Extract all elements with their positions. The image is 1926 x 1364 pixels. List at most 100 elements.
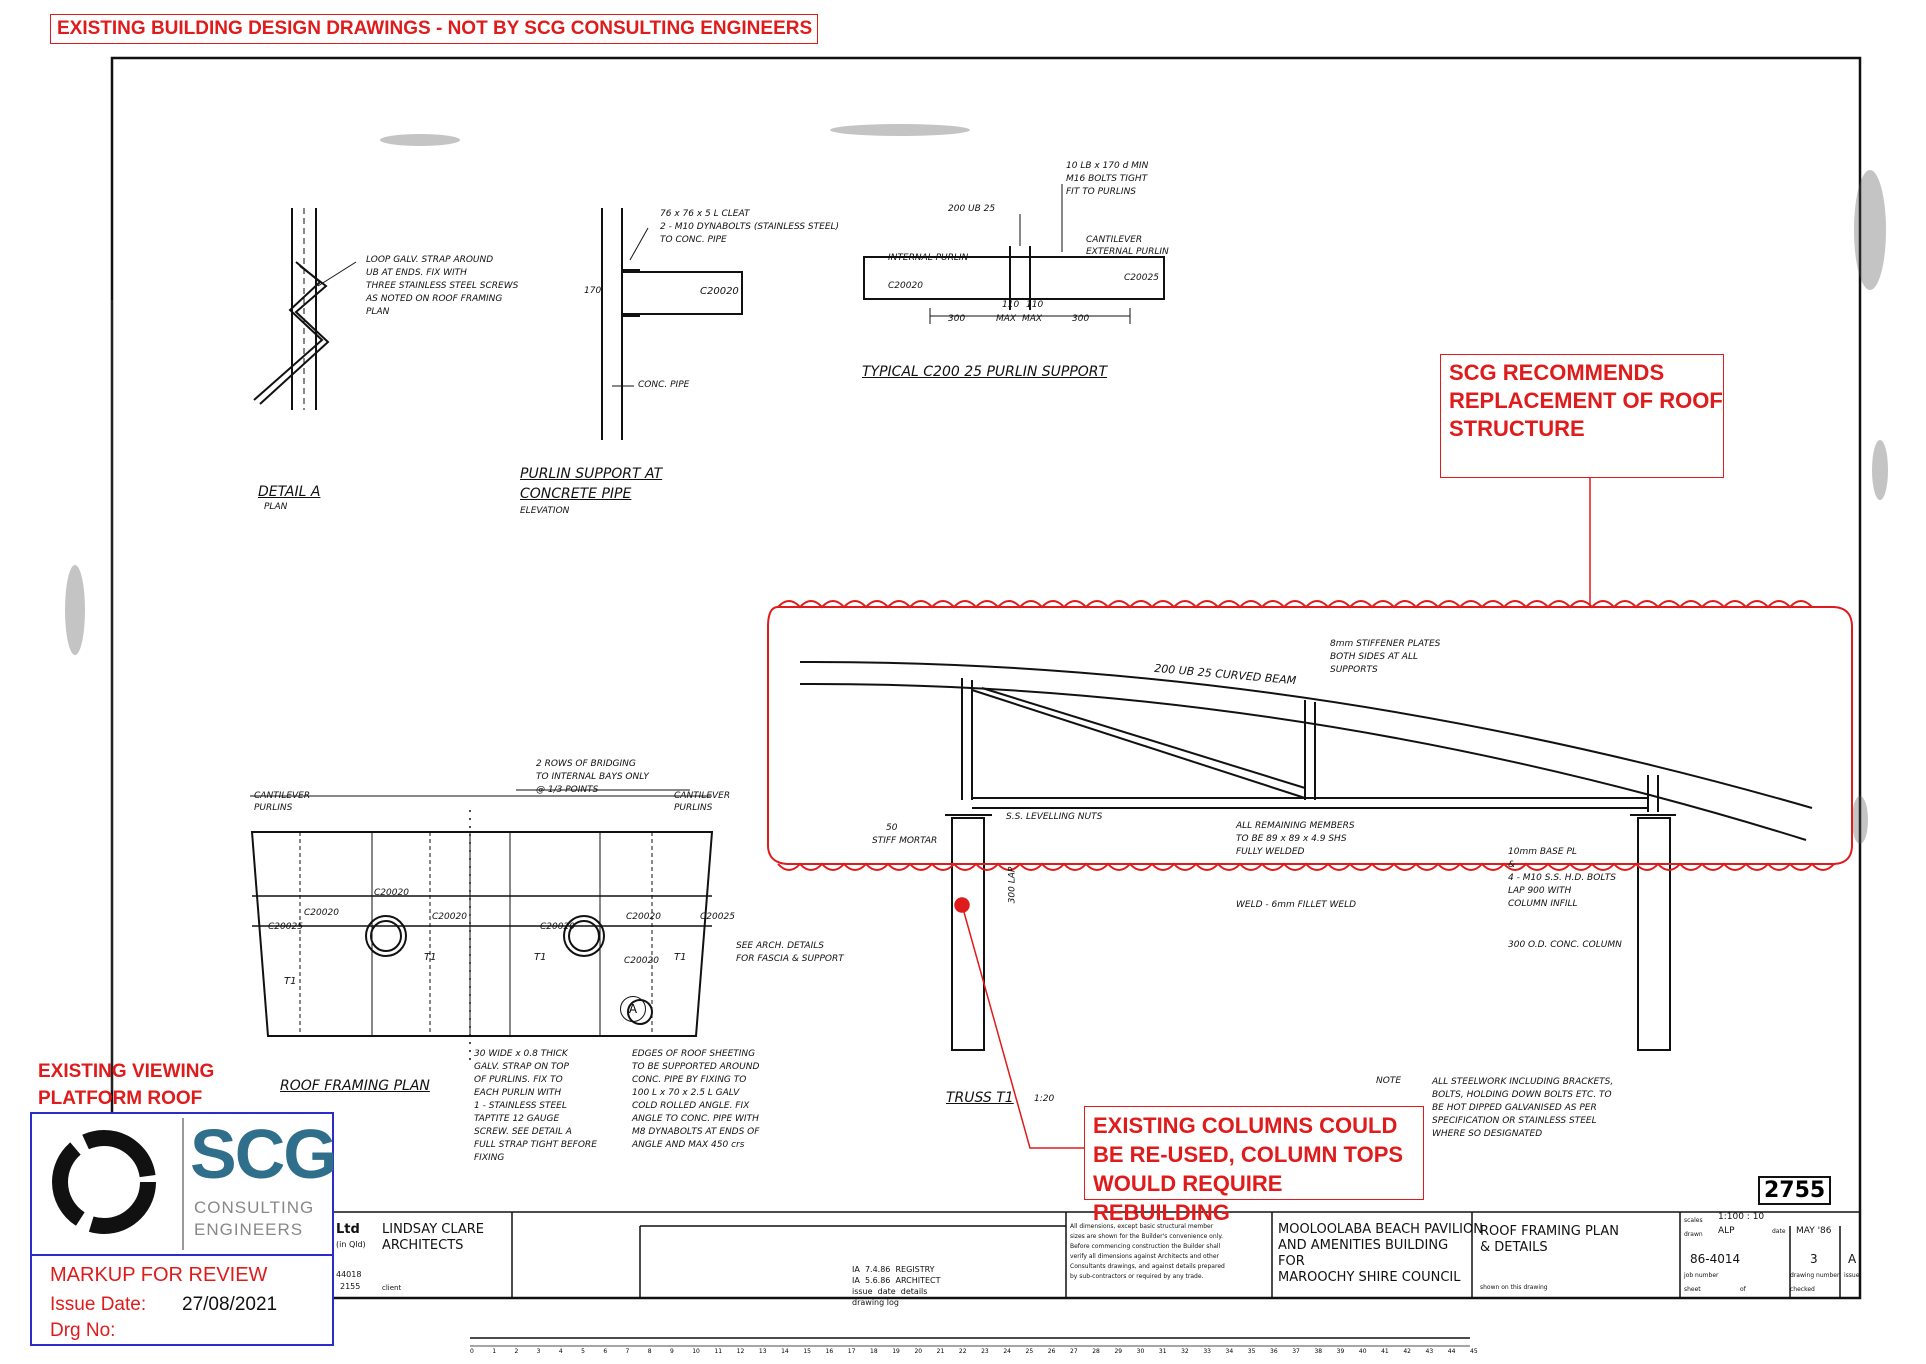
note-line: PLAN xyxy=(366,307,390,317)
purlin-section: C20020 xyxy=(700,286,739,297)
columns-callout-line: BE RE-USED, COLUMN TOPS xyxy=(1093,1142,1404,1167)
scg-engineers: ENGINEERS xyxy=(194,1220,304,1239)
scale-bar-tick-label: 37 xyxy=(1292,1348,1300,1355)
typical-dim-4: 300 xyxy=(1072,314,1090,324)
scale-bar-tick-label: 45 xyxy=(1470,1348,1478,1355)
roof-callout-line: STRUCTURE xyxy=(1449,416,1585,441)
scale-bar-tick-label: 4 xyxy=(558,1348,563,1355)
scale-bar-tick-label: 1 xyxy=(492,1348,497,1355)
note-line: Consultants drawings, and against detail… xyxy=(1070,1263,1225,1270)
truss-scale: 1:20 xyxy=(1034,1094,1055,1104)
columns-callout-line: WOULD REQUIRE REBUILDING xyxy=(1093,1171,1283,1225)
plan-cantilever-left: CANTILEVER PURLINS xyxy=(254,790,310,814)
tb-scale: 1:100 : 10 xyxy=(1718,1212,1765,1222)
scg-markup-panel: SCG CONSULTING ENGINEERS MARKUP FOR REVI… xyxy=(30,1112,338,1346)
drawing-title-line: & DETAILS xyxy=(1480,1240,1548,1255)
label-line: PURLINS xyxy=(674,803,713,813)
drawing-title-line: ROOF FRAMING PLAN xyxy=(1480,1224,1619,1239)
scale-bar-tick-label: 2 xyxy=(514,1348,519,1355)
rev-head: details xyxy=(900,1287,928,1296)
note-line: THREE STAINLESS STEEL SCREWS xyxy=(366,281,519,291)
note-line: ALL STEELWORK INCLUDING BRACKETS, xyxy=(1432,1077,1614,1087)
note-line: 1 - STAINLESS STEEL xyxy=(474,1101,567,1111)
typical-title: TYPICAL C200 25 PURLIN SUPPORT xyxy=(862,364,1108,380)
note-line: 30 WIDE x 0.8 THICK xyxy=(474,1049,568,1059)
scale-bar-tick-label: 11 xyxy=(714,1348,723,1355)
scale-bar-tick-label: 31 xyxy=(1158,1348,1167,1355)
truss-drawing xyxy=(799,660,1813,1051)
note-line: 10 LB x 170 d MIN xyxy=(1066,161,1149,171)
note-line: Before commencing construction the Build… xyxy=(1070,1243,1221,1250)
scale-bar-tick-label: 0 xyxy=(470,1348,474,1355)
scale-bar-tick-label: 34 xyxy=(1225,1348,1234,1355)
rev-head: date xyxy=(877,1287,896,1296)
note-line: FOR FASCIA & SUPPORT xyxy=(736,954,844,964)
note-line: 100 L x 70 x 2.5 L GALV xyxy=(632,1088,740,1098)
scale-bar-tick-label: 16 xyxy=(825,1348,834,1355)
note-line: 10mm BASE PL xyxy=(1508,847,1577,857)
tb-firm-frag: Ltd xyxy=(336,1222,360,1237)
purlin-title: PURLIN SUPPORT AT CONCRETE PIPE xyxy=(520,464,662,504)
plan-section: C20025 xyxy=(700,912,735,922)
scale-bar-tick-label: 42 xyxy=(1403,1348,1411,1355)
scale-bar-tick-label: 13 xyxy=(758,1348,767,1355)
scale-bar-tick-label: 43 xyxy=(1425,1348,1434,1355)
note-line: TO BE SUPPORTED AROUND xyxy=(632,1062,760,1072)
typical-left-label: INTERNAL PURLIN C20020 xyxy=(888,244,968,300)
plan-note-left: 30 WIDE x 0.8 THICK GALV. STRAP ON TOP O… xyxy=(474,1048,597,1165)
note-line: ANGLE TO CONC. PIPE WITH xyxy=(632,1114,759,1124)
rev-details: ARCHITECT xyxy=(895,1276,941,1285)
note-line: FIXING xyxy=(474,1153,505,1163)
scale-bar-tick-label: 26 xyxy=(1047,1348,1056,1355)
tb-label-of: of xyxy=(1740,1286,1746,1293)
note-line: COLD ROLLED ANGLE. FIX xyxy=(632,1101,750,1111)
label-line: CANTILEVER xyxy=(1086,235,1143,245)
scale-bar-tick-label: 35 xyxy=(1247,1348,1256,1355)
rev-issue: IA xyxy=(852,1265,860,1274)
note-line: SEE ARCH. DETAILS xyxy=(736,941,824,951)
plan-section: C20020 xyxy=(626,912,661,922)
plan-section: C20020 xyxy=(540,922,575,932)
tb-drawing-title: ROOF FRAMING PLAN & DETAILS xyxy=(1480,1224,1619,1256)
plan-section: C20025 xyxy=(268,922,303,932)
tb-shown: shown on this drawing xyxy=(1480,1284,1548,1291)
label-line: EXTERNAL PURLIN xyxy=(1086,247,1169,257)
note-line: TAPTITE 12 GAUGE xyxy=(474,1114,560,1124)
note-line: STIFF MORTAR xyxy=(872,836,938,846)
tb-rev-row: IA 7.4.86 REGISTRY IA 5.6.86 ARCHITECT i… xyxy=(852,1264,941,1308)
truss-base-note: 10mm BASE PL & 4 - M10 S.S. H.D. BOLTS L… xyxy=(1508,846,1616,911)
purlin-support-drawing xyxy=(601,208,743,440)
note-line: TO BE 89 x 89 x 4.9 SHS xyxy=(1236,834,1347,844)
detail-a-drawing xyxy=(253,208,357,410)
rev-row-2: IA 5.6.86 ARCHITECT xyxy=(852,1275,941,1286)
note-line: 2 - M10 DYNABOLTS (STAINLESS STEEL) xyxy=(660,222,840,232)
plan-truss: T1 xyxy=(424,952,437,963)
truss-stiffener: 8mm STIFFENER PLATES BOTH SIDES AT ALL S… xyxy=(1330,638,1440,677)
note-line: LAP 900 WITH xyxy=(1508,886,1572,896)
note-line: EACH PURLIN WITH xyxy=(474,1088,562,1098)
detail-a-marker: A xyxy=(620,996,646,1022)
tb-label: drawn xyxy=(1684,1231,1703,1238)
note-line: BE HOT DIPPED GALVANISED AS PER xyxy=(1432,1103,1597,1113)
scale-bar-tick-label: 20 xyxy=(914,1348,923,1355)
rev-heads: issue date details xyxy=(852,1286,941,1297)
platform-callout-line: PLATFORM ROOF xyxy=(38,1088,203,1109)
general-note: ALL STEELWORK INCLUDING BRACKETS, BOLTS,… xyxy=(1432,1076,1613,1141)
tb-firm-frag2: (in Qld) xyxy=(336,1240,366,1249)
architect-line: LINDSAY CLARE xyxy=(382,1222,485,1237)
purlin-sub: ELEVATION xyxy=(520,506,570,516)
project-line: MOOLOOLABA BEACH PAVILION xyxy=(1278,1222,1483,1237)
note-line: M8 DYNABOLTS AT ENDS OF xyxy=(632,1127,760,1137)
typical-max-2: MAX xyxy=(1022,314,1043,324)
column-callout-leader xyxy=(954,897,1084,1149)
scale-bar-tick-label: 3 xyxy=(536,1348,541,1355)
scale-bar-tick-label: 40 xyxy=(1358,1348,1367,1355)
rev-head: issue xyxy=(852,1287,873,1296)
note-line: TO CONC. PIPE xyxy=(660,235,727,245)
typical-dim-1: 300 xyxy=(948,314,966,324)
typical-dim-3: 110 xyxy=(1026,300,1044,310)
detail-a-title: DETAIL A xyxy=(258,484,321,500)
roof-revision-cloud xyxy=(767,606,1853,865)
rev-issue: IA xyxy=(852,1276,860,1285)
